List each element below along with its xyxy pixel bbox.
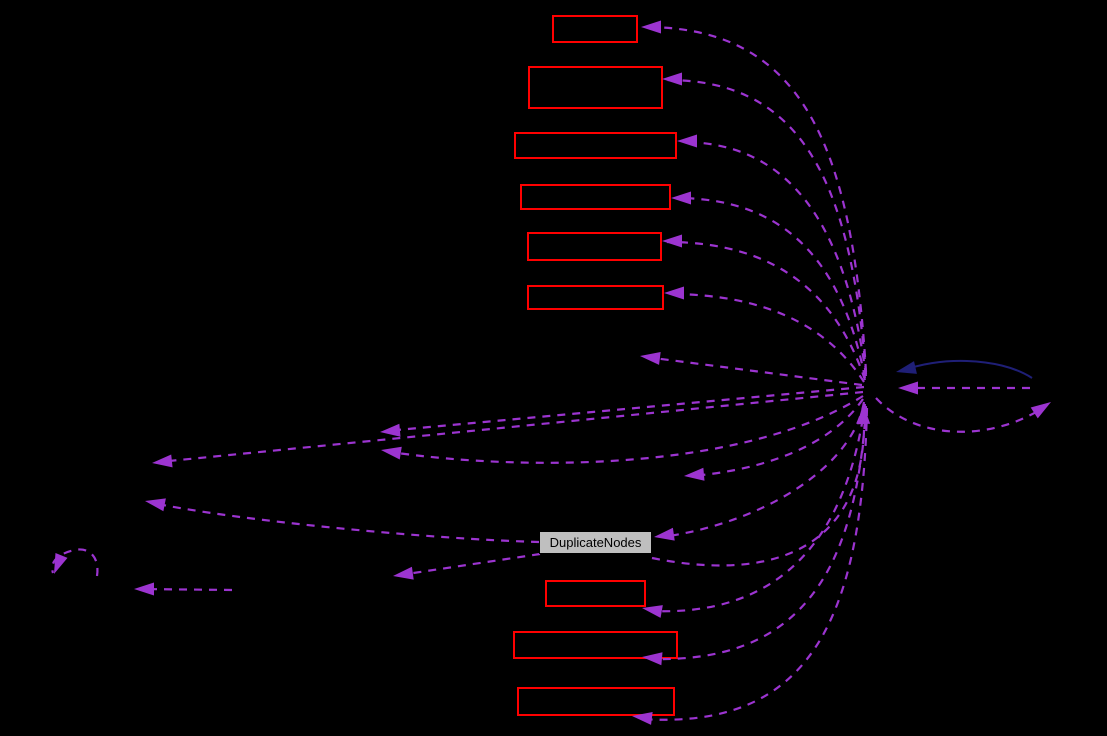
arrowhead-hub-to-top-node-5 bbox=[662, 234, 682, 248]
arrowhead-hub-to-top-node-3 bbox=[677, 134, 697, 148]
arrowhead-hub-to-top-node-1 bbox=[641, 20, 661, 34]
arrowhead-hub-to-bottom-node-1 bbox=[642, 605, 663, 618]
arrowhead-duplicate-nodes-to-bottom-left-node bbox=[393, 566, 414, 580]
edge-hub-to-top-node-6 bbox=[668, 292, 865, 383]
arrowhead-hub-to-duplicate-nodes bbox=[654, 527, 675, 541]
edge-hub-to-bottom-node-3 bbox=[641, 407, 869, 721]
edge-hub-to-bottom-node-1 bbox=[651, 403, 867, 613]
edge-right-node-to-hub-solid bbox=[901, 359, 1033, 379]
arrowhead-right-node-to-hub-usage bbox=[898, 381, 918, 395]
truncated-node-top-1[interactable] bbox=[552, 15, 638, 43]
truncated-node-bottom-1[interactable] bbox=[545, 580, 646, 607]
arrowhead-hub-to-top-node-2 bbox=[662, 72, 682, 86]
arrowhead-loop-node-self-loop bbox=[54, 553, 68, 574]
edge-hub-to-top-node-5 bbox=[666, 240, 867, 381]
truncated-node-top-3[interactable] bbox=[514, 132, 677, 159]
arrowhead-hub-to-bottom-node-3 bbox=[632, 711, 653, 725]
arrowhead-duplicate-nodes-to-far-left-node-lower bbox=[145, 498, 166, 512]
edge-hub-to-mid-lower-node bbox=[691, 398, 864, 478]
edge-hub-to-top-node-4 bbox=[675, 196, 867, 379]
edge-hub-to-duplicate-nodes bbox=[661, 401, 866, 539]
truncated-node-bottom-3[interactable] bbox=[517, 687, 675, 716]
edge-hub-to-right-node bbox=[875, 397, 1047, 433]
edge-duplicate-nodes-to-bottom-left-node bbox=[399, 552, 541, 577]
arrowhead-hub-to-center-left-node-lower bbox=[381, 446, 402, 460]
edge-hub-to-mid-left-node bbox=[645, 355, 863, 387]
edge-bottom-left-node-to-loop-node bbox=[140, 587, 233, 592]
edge-loop-node-self-loop bbox=[51, 548, 99, 577]
edge-duplicate-nodes-to-hub bbox=[651, 407, 866, 567]
edge-hub-to-top-node-3 bbox=[681, 140, 868, 377]
arrowhead-hub-to-bottom-node-2 bbox=[642, 652, 663, 666]
arrowhead-hub-to-center-left-node-upper bbox=[380, 423, 401, 437]
truncated-node-top-2[interactable] bbox=[528, 66, 663, 109]
arrowhead-hub-to-mid-left-node bbox=[640, 351, 661, 365]
center-node: DuplicateNodes bbox=[539, 531, 652, 554]
arrowhead-hub-to-top-node-6 bbox=[664, 286, 684, 300]
edge-hub-to-bottom-node-2 bbox=[649, 405, 868, 661]
center-node-label: DuplicateNodes bbox=[549, 535, 642, 550]
arrowhead-hub-to-mid-lower-node bbox=[684, 467, 705, 481]
arrowhead-right-node-to-hub-solid bbox=[896, 361, 917, 374]
edge-hub-to-center-left-node-lower bbox=[389, 395, 864, 464]
truncated-node-top-4[interactable] bbox=[520, 184, 671, 210]
arrowhead-hub-to-far-left-node-upper bbox=[152, 454, 173, 468]
truncated-node-top-5[interactable] bbox=[527, 232, 662, 261]
edge-duplicate-nodes-to-far-left-node-lower bbox=[152, 501, 540, 544]
edge-hub-to-far-left-node-upper bbox=[158, 390, 864, 464]
edge-hub-to-center-left-node-upper bbox=[385, 385, 865, 433]
arrowhead-hub-to-right-node bbox=[1030, 402, 1051, 419]
truncated-node-top-6[interactable] bbox=[527, 285, 664, 310]
arrowhead-duplicate-nodes-to-hub bbox=[857, 404, 871, 425]
arrowhead-bottom-left-node-to-loop-node bbox=[134, 582, 154, 596]
arrowhead-hub-to-top-node-4 bbox=[671, 191, 691, 205]
edge-hub-to-top-node-2 bbox=[666, 78, 868, 375]
truncated-node-bottom-2[interactable] bbox=[513, 631, 678, 659]
